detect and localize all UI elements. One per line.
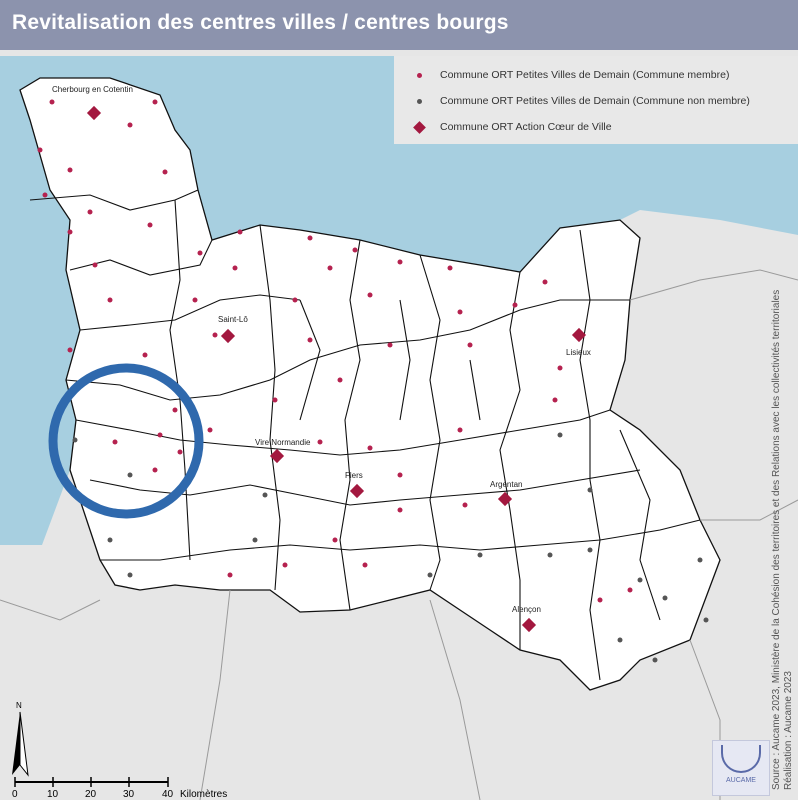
scale-unit: Kilomètres bbox=[180, 789, 227, 800]
title-bar: Revitalisation des centres villes / cent… bbox=[0, 0, 798, 50]
legend: Commune ORT Petites Villes de Demain (Co… bbox=[394, 56, 798, 144]
member-commune-dots bbox=[37, 99, 633, 603]
logo-text: AUCAME bbox=[726, 777, 756, 784]
sea-area bbox=[0, 50, 798, 545]
realisation-line: Réalisation : Aucame 2023 bbox=[783, 671, 794, 790]
member-dot-icon bbox=[408, 72, 430, 78]
town-labels: Cherbourg en Cotentin Saint-Lô Vire Norm… bbox=[52, 85, 591, 614]
map-title: Revitalisation des centres villes / cent… bbox=[12, 11, 509, 34]
highlight-circle bbox=[48, 363, 204, 519]
nonmember-commune-dots bbox=[72, 432, 709, 663]
town-label-cherbourg: Cherbourg en Cotentin bbox=[52, 85, 133, 94]
north-label: N bbox=[16, 701, 22, 710]
diamond-icon bbox=[408, 120, 430, 134]
town-label-vire: Vire Normandie bbox=[255, 438, 311, 447]
aucame-logo: AUCAME bbox=[712, 740, 770, 796]
legend-item-member: Commune ORT Petites Villes de Demain (Co… bbox=[408, 66, 729, 84]
nonmember-dot-icon bbox=[408, 98, 430, 104]
source-credits: Source : Aucame 2023, Ministère de la Co… bbox=[771, 290, 795, 790]
town-label-argentan: Argentan bbox=[490, 480, 522, 489]
scale-tick-10: 10 bbox=[47, 789, 59, 800]
legend-label-nonmember: Commune ORT Petites Villes de Demain (Co… bbox=[440, 95, 750, 107]
legend-label-acv: Commune ORT Action Cœur de Ville bbox=[440, 121, 612, 133]
town-label-alencon: Alençon bbox=[512, 605, 541, 614]
scale-tick-20: 20 bbox=[85, 789, 97, 800]
north-arrow-icon: N bbox=[12, 701, 29, 777]
scale-tick-30: 30 bbox=[123, 789, 135, 800]
town-label-lisieux: Lisieux bbox=[566, 348, 591, 357]
town-label-flers: Flers bbox=[345, 471, 363, 480]
logo-mark-icon bbox=[721, 745, 761, 773]
scale-tick-0: 0 bbox=[12, 789, 18, 800]
source-line: Source : Aucame 2023, Ministère de la Co… bbox=[771, 289, 782, 790]
legend-item-acv: Commune ORT Action Cœur de Ville bbox=[408, 118, 612, 136]
outer-boundaries bbox=[0, 269, 798, 800]
scale-tick-40: 40 bbox=[162, 789, 174, 800]
legend-label-member: Commune ORT Petites Villes de Demain (Co… bbox=[440, 69, 730, 81]
town-label-saint-lo: Saint-Lô bbox=[218, 315, 248, 324]
legend-item-nonmember: Commune ORT Petites Villes de Demain (Co… bbox=[408, 92, 750, 110]
scale-bar: 0 10 20 30 40 Kilomètres bbox=[12, 777, 227, 800]
normandy-region bbox=[19, 77, 721, 691]
